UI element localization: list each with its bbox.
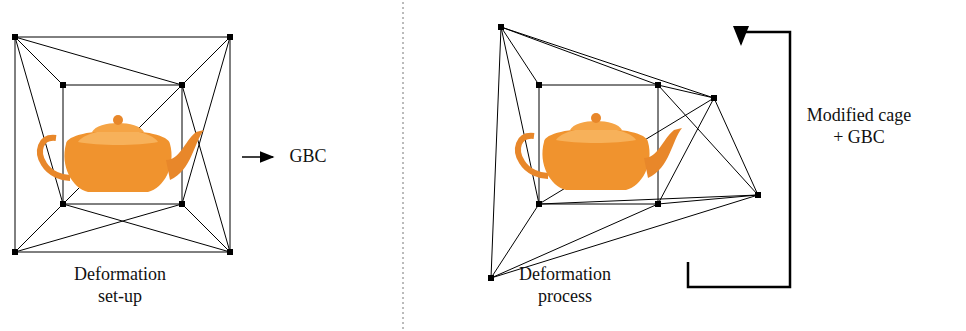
setup-cage	[15, 37, 230, 252]
modified-cage	[491, 27, 758, 278]
cage-vertices	[12, 34, 233, 255]
caption: Deformation set-up	[60, 263, 180, 307]
divider	[403, 2, 404, 329]
caption: Deformation process	[505, 263, 625, 307]
loop-arrow	[740, 32, 742, 44]
loop-bracket	[688, 32, 790, 287]
loop-label: Modified cage + GBC	[800, 104, 918, 148]
flow-arrow	[242, 156, 273, 158]
cage-vertices	[488, 24, 761, 281]
method-label: GBC	[283, 145, 333, 167]
